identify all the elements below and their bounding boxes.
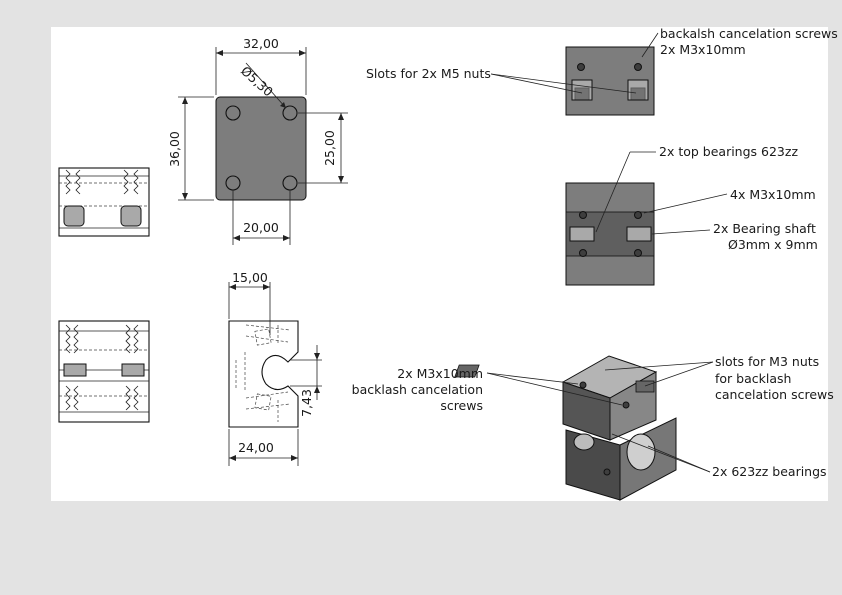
drawing-sheet [51,27,828,501]
callout-nuts-2: for backlash [715,371,791,386]
dim-hole-spacing-h-label: 20,00 [243,220,279,235]
dim-top-width-label: 32,00 [243,36,279,51]
callout-slots-m5: Slots for 2x M5 nuts [366,66,491,81]
render-top-block [565,46,655,116]
dim-top-width: 32,00 [215,36,307,95]
callout-nuts-3: cancelation screws [715,387,834,402]
dim-bottom-width-label: 24,00 [238,440,274,455]
dim-slot-offset: 15,00 [228,270,271,335]
callout-shaft-1: 2x Bearing shaft [713,221,816,236]
callout-backlash-left-1: 2x M3x10mm [397,366,483,381]
dim-hole-spacing-h: 20,00 [232,190,291,245]
dim-bottom-width: 24,00 [228,429,299,466]
leaders [486,32,728,473]
render-isometric [454,355,677,501]
callout-m3-screws: 4x M3x10mm [730,187,816,202]
callout-nuts-1: slots for M3 nuts [715,354,819,369]
dim-slot-gap: 7,43 [290,345,322,417]
dim-height-label: 36,00 [167,131,182,167]
dim-slot-offset-label: 15,00 [232,270,268,285]
left-view-upper [58,167,150,237]
callout-backlash-screws-2: 2x M3x10mm [660,42,746,57]
top-view-plate [215,96,307,201]
dim-hole-spacing-v-label: 25,00 [322,130,337,166]
render-bearing-block [565,182,655,286]
callout-shaft-2: Ø3mm x 9mm [728,237,818,252]
dim-slot-gap-label: 7,43 [299,389,314,417]
dim-height: 36,00 [167,96,214,201]
callout-bearings-623: 2x 623zz bearings [712,464,827,479]
callout-backlash-left-3: screws [440,398,483,413]
left-screw-upper-2 [120,169,142,227]
callout-backlash-left-2: backlash cancelation [352,382,483,397]
left-screw-upper-1 [63,169,85,227]
side-view [228,320,299,428]
callout-top-bearings: 2x top bearings 623zz [659,144,798,159]
callout-backlash-screws-1: backalsh cancelation screws [660,26,838,41]
dim-hole-dia-label: Ø5,30 [238,63,276,99]
dim-hole-spacing-v: 25,00 [298,112,348,184]
left-view-lower [58,320,150,423]
